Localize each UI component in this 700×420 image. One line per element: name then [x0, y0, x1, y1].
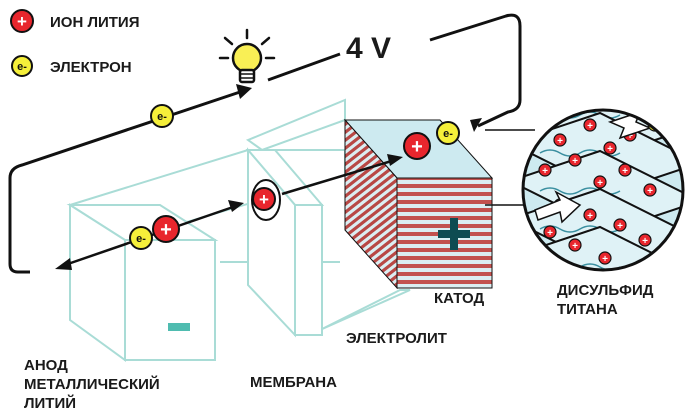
svg-text:+: +	[547, 228, 553, 239]
structure-ion: +	[643, 183, 657, 197]
structure-ion: +	[553, 133, 567, 147]
electrolyte-label: ЭЛЕКТРОЛИТ	[346, 330, 447, 347]
svg-text:+: +	[562, 104, 568, 115]
cathode-side	[344, 118, 398, 290]
anode-label-line1: АНОД	[24, 357, 68, 374]
structure-ion: +	[543, 225, 557, 239]
circuit-wire	[8, 13, 522, 274]
structure-ion: +	[603, 141, 617, 155]
anode-label-line3: ЛИТИЙ	[24, 394, 76, 412]
legend-electron-label: ЭЛЕКТРОН	[50, 59, 132, 76]
voltage-label: 4 V	[346, 32, 391, 65]
ion-on-cathode: +	[403, 132, 431, 160]
legend-ion-icon	[10, 9, 34, 33]
legend-electron-symbol: e-	[17, 61, 27, 73]
structure-arrow-ion	[534, 190, 582, 224]
magnified-structure: ++++++++++++++++++e-	[521, 104, 685, 272]
svg-text:+: +	[642, 236, 648, 247]
legend-electron-icon	[11, 55, 33, 77]
structure-ion: +	[593, 175, 607, 189]
svg-text:+: +	[160, 219, 172, 241]
svg-text:+: +	[572, 241, 578, 252]
svg-text:+: +	[259, 190, 269, 209]
ion-left: +	[152, 215, 180, 243]
structure-ion: +	[558, 104, 572, 115]
svg-text:+: +	[597, 178, 603, 189]
svg-text:+: +	[587, 121, 593, 132]
svg-text:+: +	[627, 131, 633, 142]
svg-text:e-: e-	[157, 111, 167, 123]
anode-minus-mark	[168, 323, 190, 331]
cathode-label: КАТОД	[434, 290, 484, 307]
electron-on-cathode: e-	[436, 121, 460, 145]
ion-in-membrane: +	[252, 187, 276, 211]
svg-text:+: +	[587, 211, 593, 222]
electron-on-wire: e-	[150, 104, 174, 128]
structure-ion: +	[538, 163, 552, 177]
structure-ion: +	[533, 113, 547, 127]
structure-ion: +	[568, 153, 582, 167]
legend-ion-symbol: +	[17, 12, 27, 31]
cathode-plus-icon	[438, 218, 470, 250]
structure-ion: +	[583, 118, 597, 132]
anode-label-line2: МЕТАЛЛИЧЕСКИЙ	[24, 375, 160, 393]
disulfide-label-line1: ДИСУЛЬФИД	[557, 282, 654, 299]
structure-ion: +	[583, 208, 597, 222]
svg-text:e-: e-	[443, 128, 453, 140]
structure-ion: +	[618, 163, 632, 177]
legend: + ИОН ЛИТИЯ e- ЭЛЕКТРОН	[10, 9, 139, 77]
wire-arrow-right	[470, 118, 482, 132]
wire-arrow-top	[236, 84, 252, 99]
svg-text:+: +	[622, 166, 628, 177]
membrane	[245, 147, 325, 338]
svg-text:+: +	[542, 166, 548, 177]
svg-text:+: +	[647, 186, 653, 197]
membrane-label: МЕМБРАНА	[250, 374, 337, 391]
light-bulb-icon	[218, 28, 276, 84]
electron-left: e-	[129, 226, 153, 250]
structure-ion: +	[598, 251, 612, 265]
svg-text:e-: e-	[136, 233, 146, 245]
zoom-connector	[485, 129, 535, 206]
svg-text:+: +	[537, 116, 543, 127]
disulfide-label-line2: ТИТАНА	[557, 301, 618, 318]
svg-text:+: +	[411, 136, 423, 158]
svg-text:+: +	[557, 136, 563, 147]
svg-text:+: +	[602, 254, 608, 265]
svg-text:+: +	[617, 221, 623, 232]
structure-layer	[523, 225, 683, 270]
svg-text:+: +	[607, 144, 613, 155]
structure-ion: +	[568, 238, 582, 252]
structure-ion: +	[638, 233, 652, 247]
svg-text:+: +	[572, 156, 578, 167]
legend-ion-label: ИОН ЛИТИЯ	[50, 14, 139, 31]
structure-ion: +	[613, 218, 627, 232]
